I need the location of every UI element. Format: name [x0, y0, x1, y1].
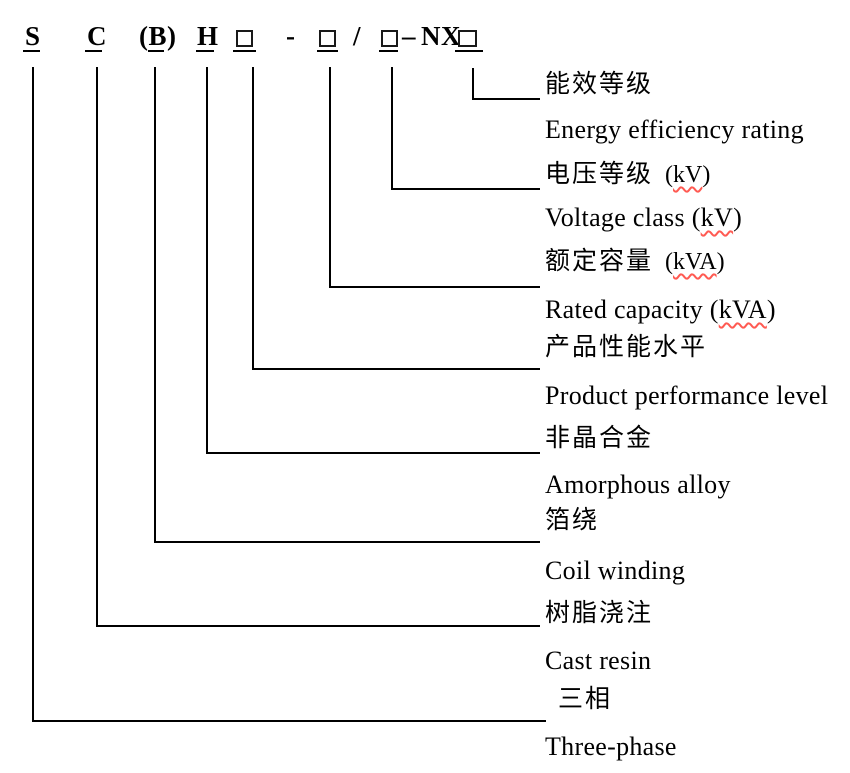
- underline-b: [148, 50, 164, 52]
- label-zh-three-phase: 三相: [558, 686, 613, 713]
- connector-amorphous-alloy: [205, 67, 540, 455]
- placeholder-box-energy: [458, 30, 477, 47]
- placeholder-box-voltage: [381, 30, 398, 47]
- code-letters-nx: NX: [421, 21, 461, 51]
- label-zh-rated-capacity: 额定容量 (kVA): [545, 248, 725, 275]
- label-en-amorphous-alloy: Amorphous alloy: [545, 470, 731, 499]
- underline-box4: [455, 50, 483, 52]
- code-slash: /: [353, 21, 362, 51]
- code-letter-s: S: [25, 21, 41, 51]
- code-letter-b-parens: (B): [139, 21, 177, 51]
- connector-performance-level: [251, 67, 540, 371]
- underline-box1: [233, 50, 256, 52]
- connector-coil-winding: [153, 67, 540, 544]
- underline-c: [85, 50, 102, 52]
- connector-energy-efficiency: [471, 68, 540, 101]
- connector-three-phase: [31, 67, 546, 723]
- connector-cast-resin: [95, 67, 540, 628]
- label-en-three-phase: Three-phase: [545, 732, 677, 761]
- code-endash: –: [402, 21, 416, 51]
- code-hyphen: -: [286, 21, 296, 51]
- label-en-energy-efficiency: Energy efficiency rating: [545, 115, 804, 144]
- connector-voltage-class: [390, 67, 540, 191]
- label-en-voltage-class: Voltage class (kV): [545, 203, 743, 232]
- label-en-performance-level: Product performance level: [545, 381, 829, 410]
- label-en-rated-capacity: Rated capacity (kVA): [545, 295, 776, 324]
- code-letter-h: H: [197, 21, 219, 51]
- label-zh-coil-winding: 箔绕: [545, 507, 600, 534]
- label-zh-amorphous-alloy: 非晶合金: [545, 425, 654, 452]
- label-en-cast-resin: Cast resin: [545, 646, 652, 675]
- underline-box2: [317, 50, 338, 52]
- placeholder-box-performance: [236, 30, 253, 47]
- underline-s: [23, 50, 40, 52]
- label-en-coil-winding: Coil winding: [545, 556, 686, 585]
- label-zh-performance-level: 产品性能水平: [545, 334, 708, 361]
- label-zh-energy-efficiency: 能效等级: [545, 71, 654, 98]
- underline-h: [196, 50, 214, 52]
- label-zh-cast-resin: 树脂浇注: [545, 600, 654, 627]
- connector-rated-capacity: [328, 67, 540, 289]
- underline-box3: [379, 50, 398, 52]
- placeholder-box-capacity: [319, 30, 336, 47]
- code-letter-c: C: [87, 21, 107, 51]
- label-zh-voltage-class: 电压等级 (kV): [545, 161, 711, 188]
